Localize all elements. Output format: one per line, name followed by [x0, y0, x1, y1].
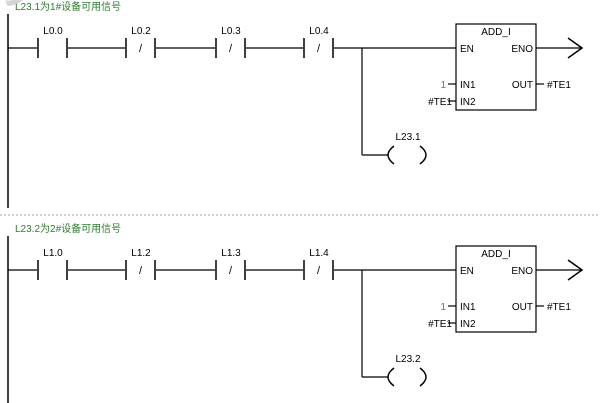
out-value: #TE1 — [547, 302, 571, 313]
contact-nc[interactable]: / L0.3 — [215, 26, 246, 60]
contact-slash: / — [229, 43, 233, 55]
in2-label: IN2 — [460, 97, 476, 108]
in1-label: IN1 — [460, 80, 476, 91]
in1-label: IN1 — [460, 302, 476, 313]
contact-no[interactable]: L0.0 — [37, 26, 68, 60]
eno-arrow-icon — [567, 259, 584, 281]
block-title: ADD_I — [481, 27, 510, 38]
coil-address: L23.1 — [395, 132, 420, 143]
eno-label: ENO — [511, 266, 533, 277]
block-title: ADD_I — [481, 249, 510, 260]
coil-left — [387, 367, 395, 387]
contact-no[interactable]: L1.0 — [37, 248, 68, 282]
coil-right — [419, 145, 427, 165]
in1-value: 1 — [440, 80, 446, 91]
contact-nc[interactable]: / L1.2 — [125, 248, 156, 282]
contact-slash: / — [317, 265, 321, 277]
contact-nc[interactable]: / L1.4 — [303, 248, 334, 282]
contact-address: L1.3 — [221, 248, 241, 259]
contact-address: L0.2 — [131, 26, 151, 37]
add-i-block[interactable]: ADD_I EN ENO IN1 OUT IN2 1 #TE1 #TE1 — [428, 245, 584, 333]
network-comment: L23.2为2#设备可用信号 — [15, 222, 121, 235]
contact-slash: / — [139, 265, 143, 277]
contact-address: L1.4 — [309, 248, 329, 259]
eno-arrow-icon — [567, 37, 584, 59]
out-label: OUT — [512, 302, 533, 313]
eno-label: ENO — [511, 44, 533, 55]
in2-label: IN2 — [460, 319, 476, 330]
in1-value: 1 — [440, 302, 446, 313]
coil-address: L23.2 — [395, 354, 420, 365]
contact-address: L1.0 — [43, 248, 63, 259]
in2-value: #TE1 — [428, 97, 452, 108]
contact-address: L1.2 — [131, 248, 151, 259]
in2-value: #TE1 — [428, 319, 452, 330]
out-label: OUT — [512, 80, 533, 91]
en-label: EN — [460, 44, 474, 55]
out-value: #TE1 — [547, 80, 571, 91]
output-coil[interactable]: L23.1 — [387, 132, 427, 165]
contact-slash: / — [317, 43, 321, 55]
add-i-block[interactable]: ADD_I EN ENO IN1 OUT IN2 1 #TE1 #TE1 — [428, 23, 584, 111]
block-body — [455, 23, 537, 111]
contact-nc[interactable]: / L0.4 — [303, 26, 334, 60]
network-2[interactable]: L23.2为2#设备可用信号 L1.0 / L1.2 / L1.3 — [7, 222, 584, 403]
contact-address: L0.3 — [221, 26, 241, 37]
output-coil[interactable]: L23.2 — [387, 354, 427, 387]
coil-right — [419, 367, 427, 387]
contact-slash: / — [229, 265, 233, 277]
contact-slash: / — [139, 43, 143, 55]
block-body — [455, 245, 537, 333]
en-label: EN — [460, 266, 474, 277]
coil-left — [387, 145, 395, 165]
network-1[interactable]: L23.1为1#设备可用信号 L0.0 / L0.2 / L0.3 — [7, 0, 584, 208]
contact-nc[interactable]: / L1.3 — [215, 248, 246, 282]
contact-nc[interactable]: / L0.2 — [125, 26, 156, 60]
network-comment: L23.1为1#设备可用信号 — [15, 0, 121, 13]
contact-address: L0.4 — [309, 26, 329, 37]
contact-address: L0.0 — [43, 26, 63, 37]
